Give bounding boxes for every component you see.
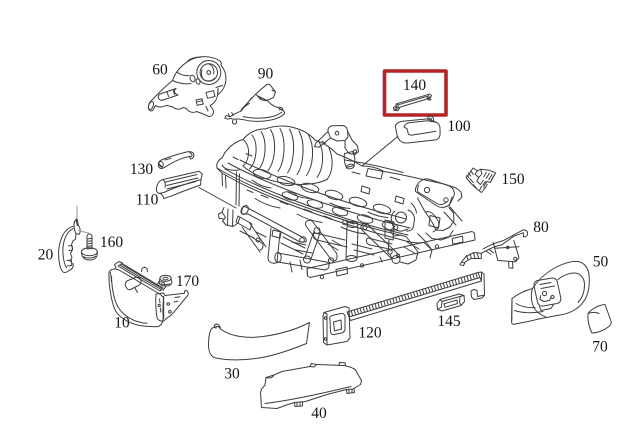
- svg-text:160: 160: [100, 234, 124, 251]
- svg-text:80: 80: [533, 219, 549, 236]
- svg-text:100: 100: [447, 118, 471, 135]
- svg-text:90: 90: [258, 66, 274, 83]
- svg-text:145: 145: [437, 313, 461, 330]
- svg-text:140: 140: [403, 77, 427, 94]
- svg-text:70: 70: [592, 339, 608, 356]
- svg-text:50: 50: [593, 254, 609, 271]
- svg-text:170: 170: [176, 273, 200, 290]
- svg-text:30: 30: [224, 366, 240, 383]
- svg-text:20: 20: [38, 247, 54, 264]
- svg-text:10: 10: [114, 315, 130, 332]
- svg-text:40: 40: [311, 405, 327, 422]
- svg-text:60: 60: [152, 62, 168, 79]
- svg-text:110: 110: [136, 192, 159, 209]
- svg-text:130: 130: [130, 161, 154, 178]
- svg-text:120: 120: [358, 325, 382, 342]
- svg-text:150: 150: [501, 171, 525, 188]
